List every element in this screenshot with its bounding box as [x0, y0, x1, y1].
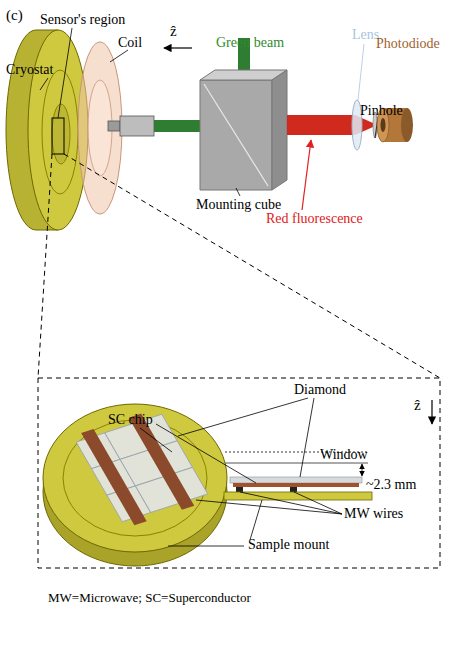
leader-line [40, 78, 48, 90]
axis-arrow [164, 47, 192, 48]
leader-line [196, 500, 342, 514]
mw-wire-section [236, 487, 243, 492]
leader-line [240, 492, 342, 514]
part-label: Sensor's region [40, 13, 125, 27]
part-label: Window [320, 448, 368, 462]
beam-splitter [204, 84, 268, 186]
part-label: (c) [6, 8, 23, 23]
part-label: ẑ [170, 24, 177, 39]
leader-line [58, 28, 72, 118]
part-label: Pinhole [360, 104, 403, 118]
leader-line [236, 188, 240, 196]
part-label: MW wires [344, 507, 403, 521]
leader-line [358, 44, 364, 100]
part-label: Cryostat [6, 63, 53, 77]
part-label: SC chip [108, 413, 153, 427]
cryostat-ring [42, 70, 78, 194]
green-beam [154, 120, 202, 132]
mw-wire [81, 429, 147, 525]
sensor-region-box [52, 118, 64, 154]
part-label: Green beam [216, 36, 284, 50]
part-label: Lens [352, 28, 379, 42]
mount-ring [63, 420, 207, 536]
sc-chip-layer [233, 483, 359, 487]
coil-disc [78, 42, 122, 214]
part-label: Mounting cube [196, 198, 281, 212]
diamond-layer [230, 477, 362, 483]
leader-line [300, 398, 314, 477]
part-label: ẑ [414, 398, 421, 413]
leader-line [294, 492, 342, 514]
cryostat-window [52, 104, 70, 164]
objective-body [120, 116, 154, 136]
zoom-line [64, 154, 440, 378]
mw-wire [129, 414, 195, 510]
part-label: Red fluorescence [266, 212, 363, 226]
zoom-line [38, 154, 52, 378]
inset-frame [38, 378, 440, 568]
leader-line [168, 546, 244, 547]
leader-line [140, 428, 172, 452]
mount-top [43, 404, 227, 552]
objective-tip [108, 121, 120, 131]
part-label: Diamond [294, 383, 346, 397]
leader-line [110, 50, 128, 62]
dimension-arrow [362, 464, 363, 476]
window-line [225, 463, 368, 464]
photodiode-back [401, 108, 413, 142]
mw-wire-section [290, 487, 297, 492]
cube-front [200, 80, 272, 190]
part-label: Sample mount [248, 538, 329, 552]
cube-side [272, 70, 287, 190]
leader-line [250, 500, 262, 540]
figure-caption: MW=Microwave; SC=Superconductor [48, 591, 251, 604]
diamond-grid [73, 408, 212, 528]
leader-line [156, 424, 256, 483]
photodiode-aperture [381, 118, 386, 132]
red-beam [287, 115, 355, 135]
pointer-arrow [302, 140, 311, 210]
axis-arrow [431, 400, 432, 424]
part-label: Photodiode [376, 37, 440, 51]
part-label: Coil [118, 36, 142, 50]
part-label: ~2.3 mm [366, 478, 416, 492]
leader-line [178, 398, 308, 436]
